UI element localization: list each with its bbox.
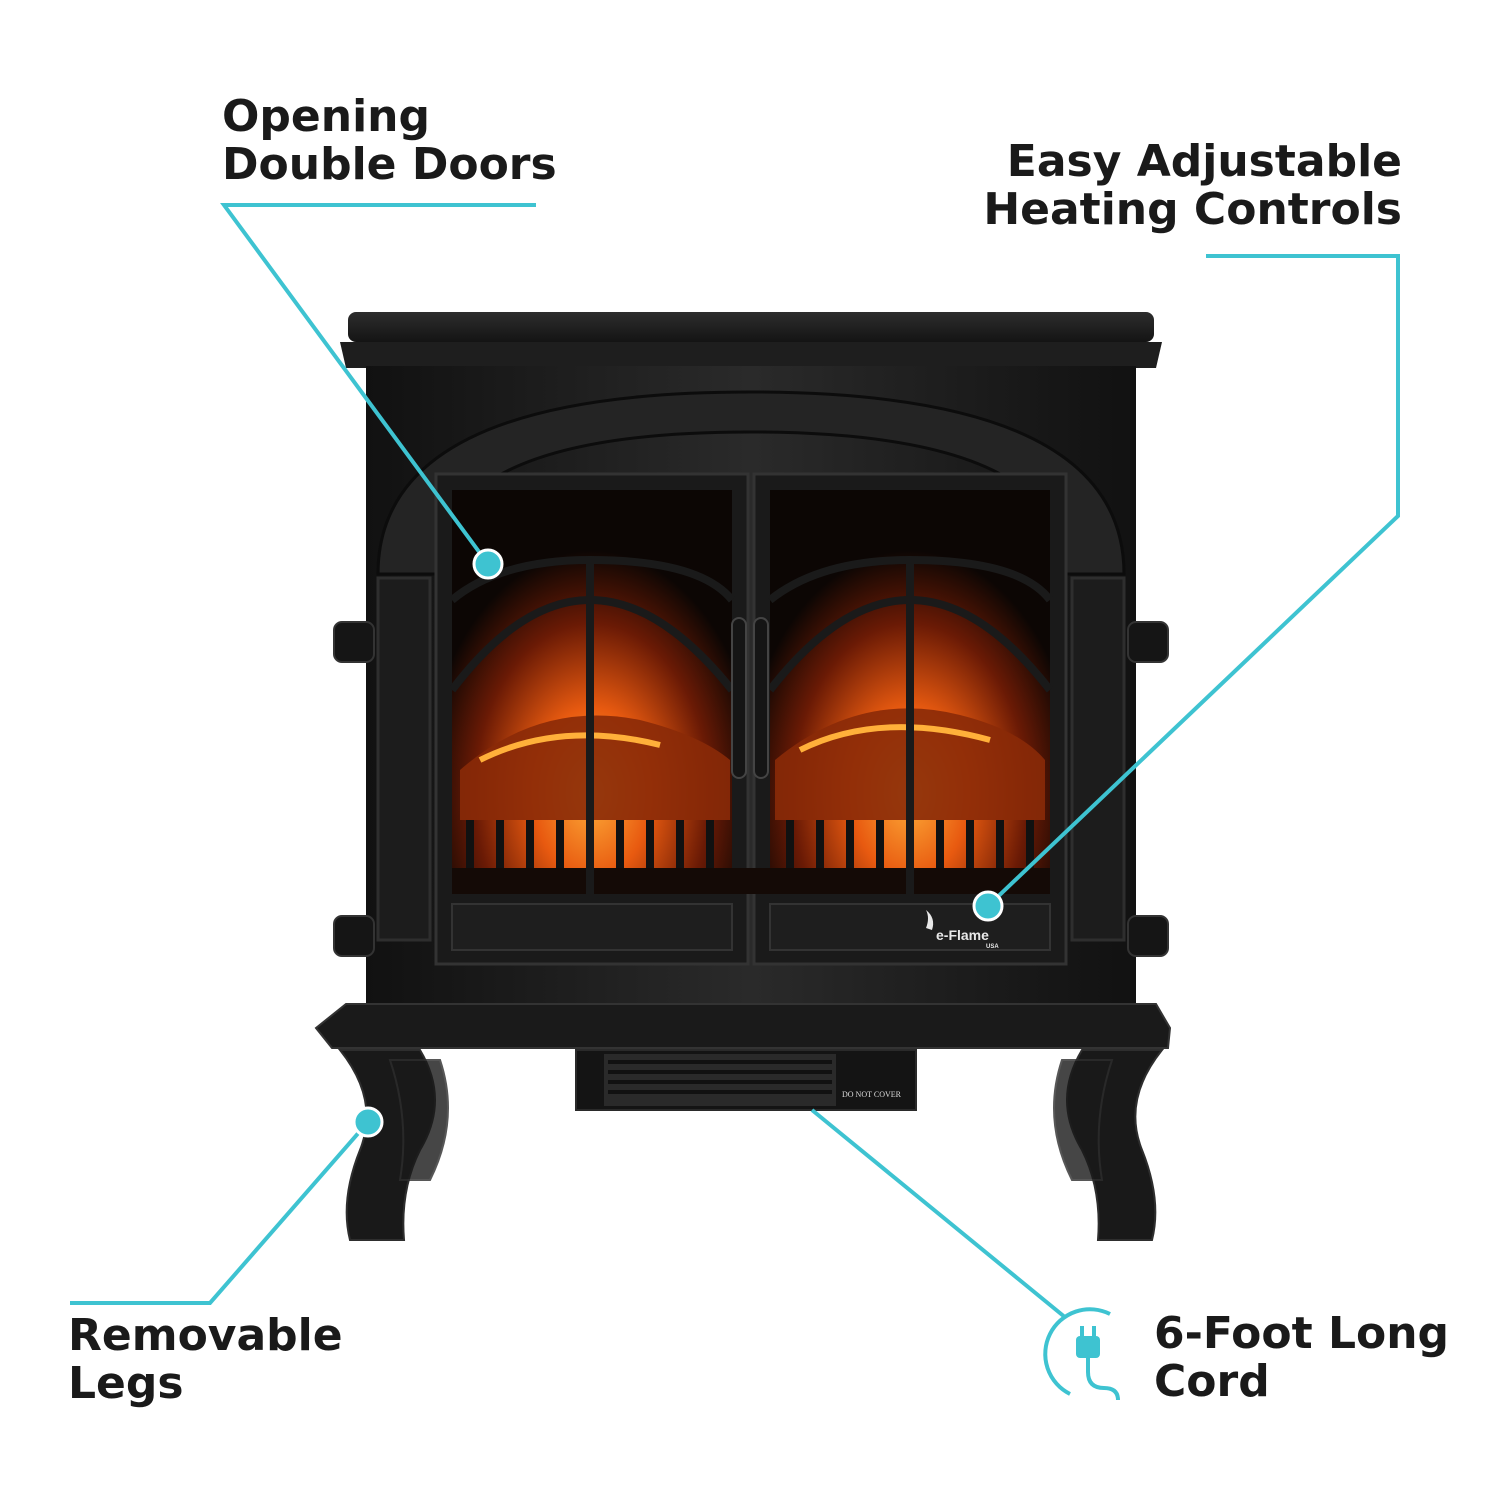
- callout-dot-controls: [972, 890, 1004, 922]
- callout-line-1: Easy Adjustable: [1006, 136, 1402, 187]
- door-handle-left: [731, 617, 747, 779]
- svg-text:USA: USA: [986, 944, 999, 950]
- plug-icon: [1043, 1307, 1120, 1401]
- stove-base: [314, 1003, 1172, 1049]
- callout-line-2: Double Doors: [222, 139, 557, 190]
- callout-line-1: Removable: [68, 1310, 343, 1361]
- heater-vent: DO NOT COVER: [575, 1049, 917, 1111]
- hinge-left-top: [333, 621, 1169, 957]
- svg-text:DO NOT COVER: DO NOT COVER: [842, 1090, 902, 1099]
- callout-removable-legs: Removable Legs: [68, 1312, 343, 1408]
- leader-line-legs: [70, 1106, 384, 1305]
- callout-line-1: Opening: [222, 91, 430, 142]
- brand-logo: e-Flame USA: [926, 910, 999, 950]
- leader-line-doors: [220, 203, 536, 580]
- callout-dot-doors: [472, 548, 504, 580]
- callout-heating-controls: Easy Adjustable Heating Controls: [983, 138, 1402, 234]
- callout-line-2: Cord: [1154, 1356, 1270, 1407]
- callout-line-1: 6-Foot Long: [1154, 1308, 1450, 1359]
- callout-long-cord: 6-Foot Long Cord: [1154, 1310, 1449, 1406]
- callout-line-2: Heating Controls: [983, 184, 1402, 235]
- door-handle-right: [753, 617, 769, 779]
- callout-dot-legs: [352, 1106, 384, 1138]
- svg-text:e-Flame: e-Flame: [936, 927, 989, 943]
- stove-top: [340, 312, 1162, 368]
- legs: [337, 1049, 1165, 1241]
- callout-line-2: Legs: [68, 1358, 184, 1409]
- callout-opening-double-doors: Opening Double Doors: [222, 93, 557, 189]
- leader-line-cord: [810, 1108, 1068, 1320]
- leader-line-controls: [972, 254, 1400, 922]
